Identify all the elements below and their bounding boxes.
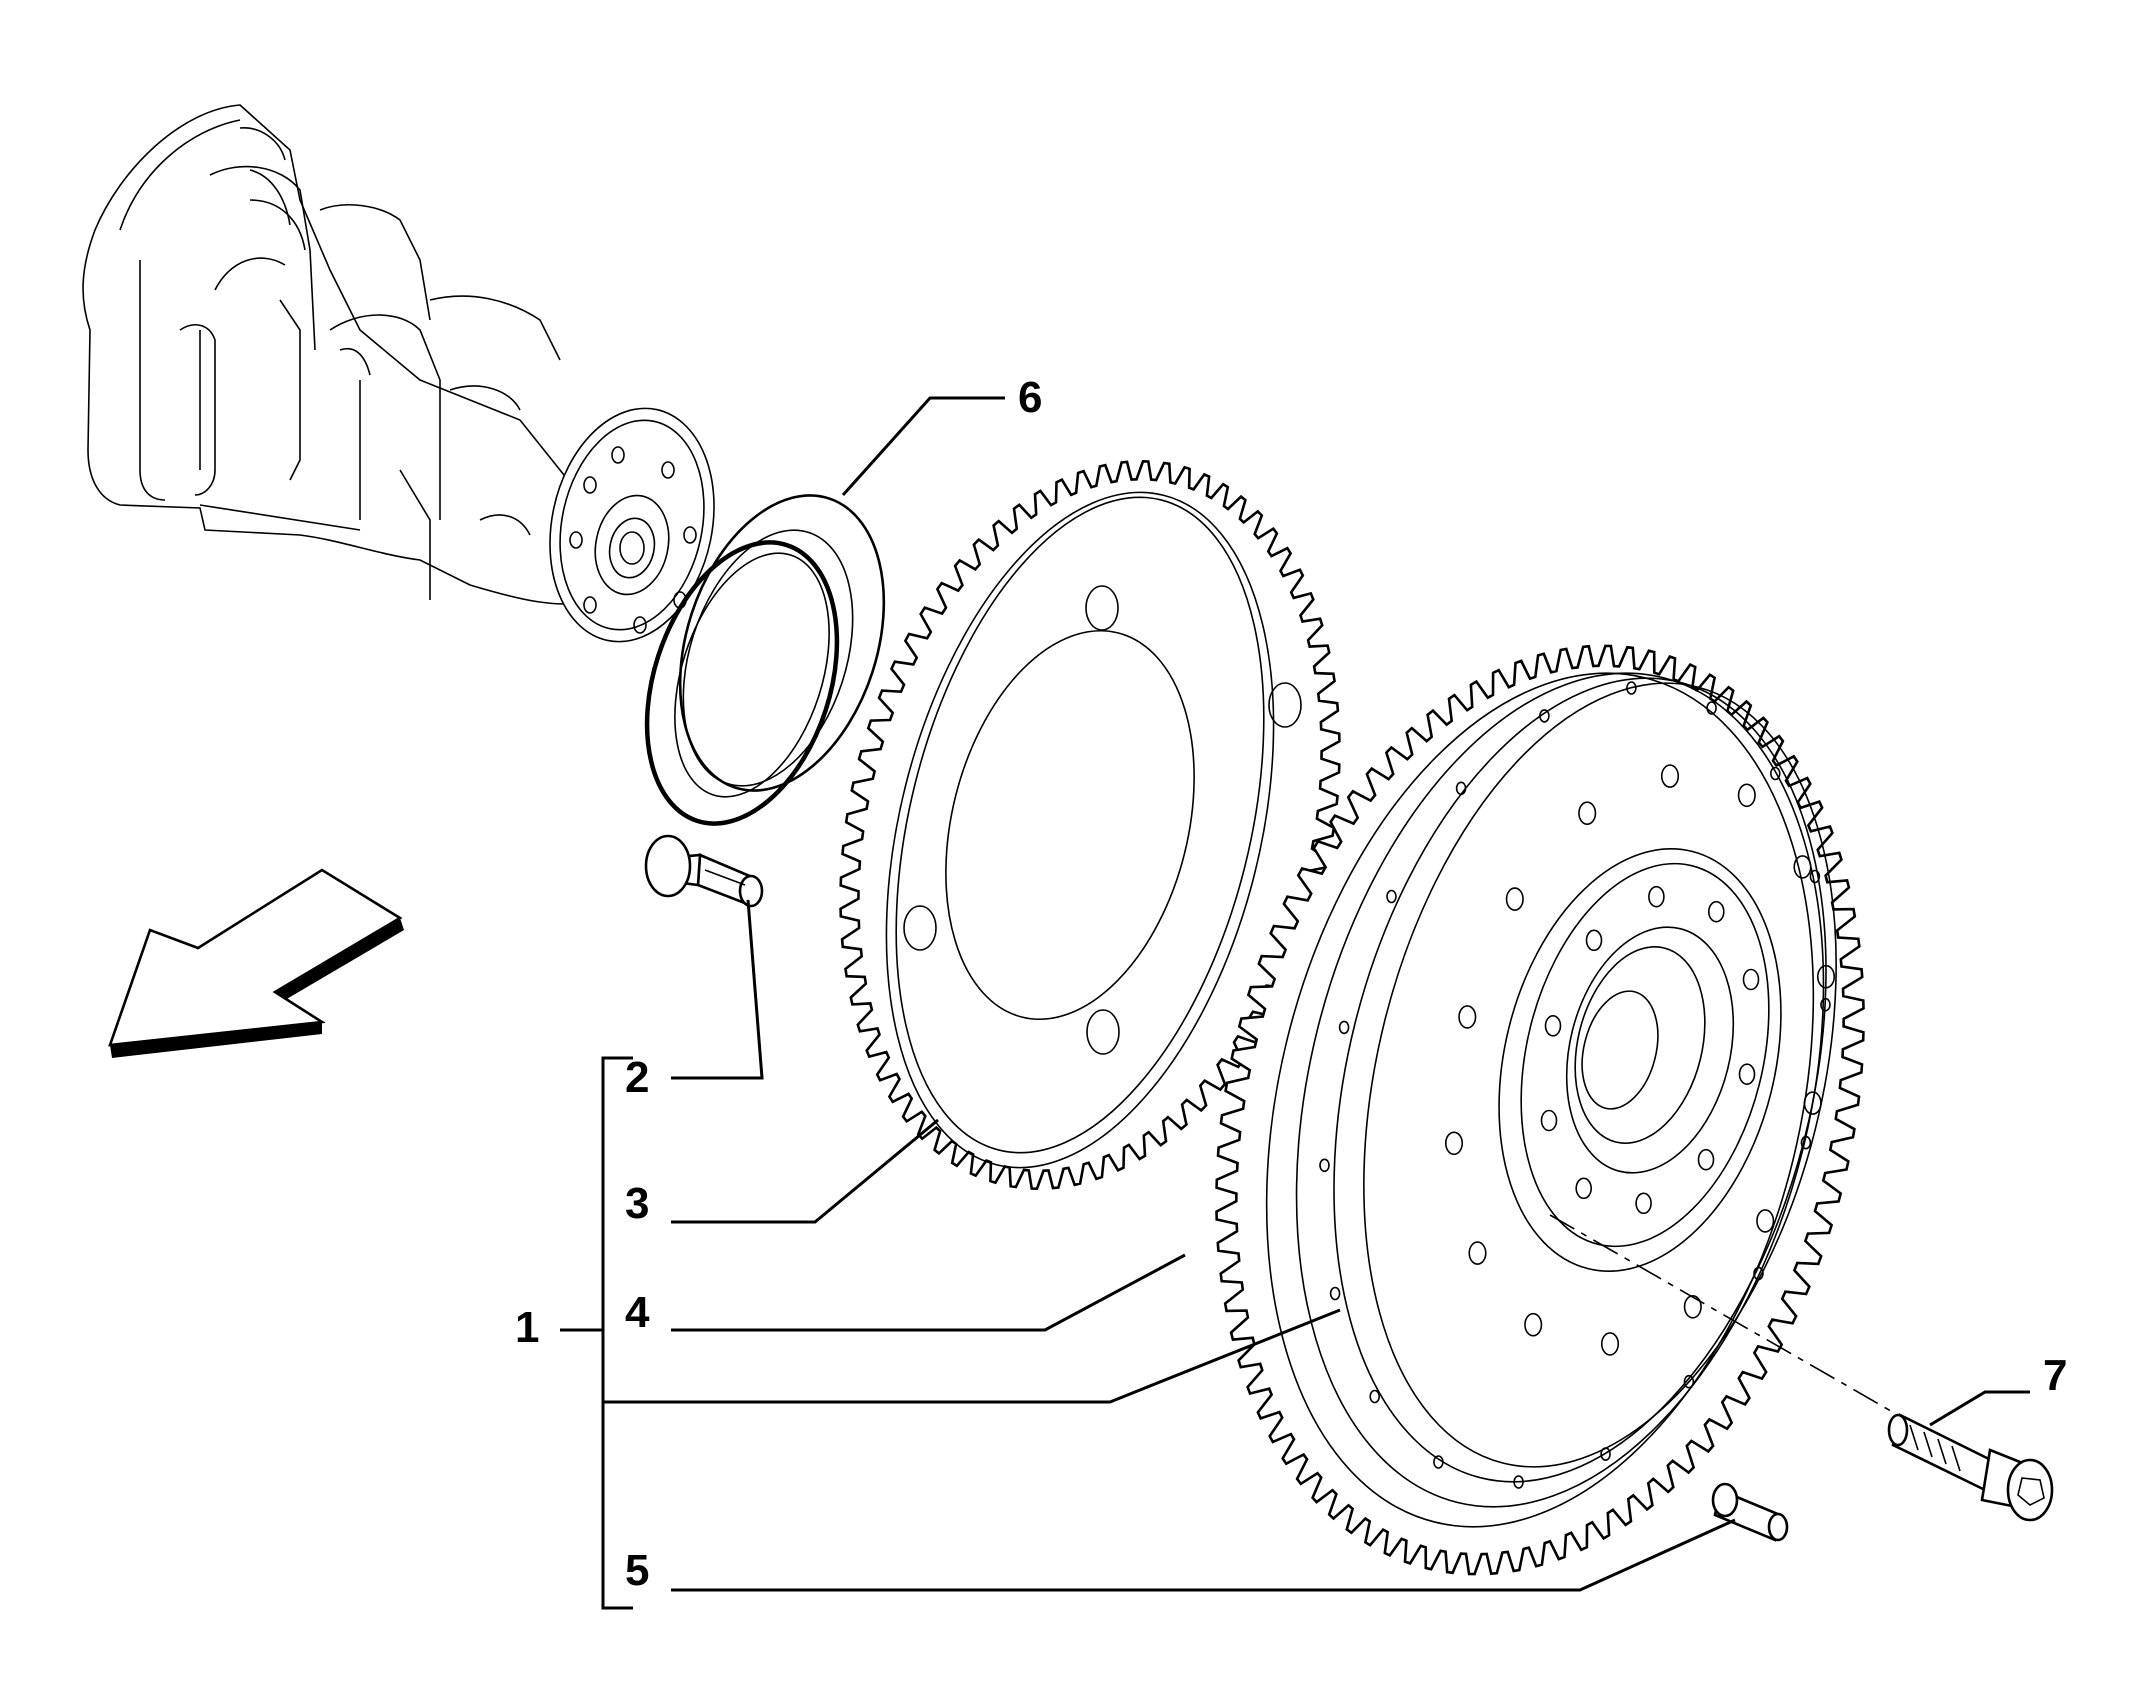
flywheel-hole-outer <box>1803 1091 1822 1115</box>
seal-ring-icon <box>644 494 886 826</box>
toothed-wheel-icon <box>839 459 1341 1191</box>
flywheel-hole-inner <box>1708 900 1725 923</box>
flywheel-hole-outer <box>1793 855 1812 879</box>
callout-3: 3 <box>625 1179 649 1228</box>
flywheel-hole-rim <box>1513 1475 1524 1489</box>
flywheel-hole-outer <box>1816 964 1836 989</box>
flywheel-hole-rim <box>1683 1374 1695 1389</box>
callout-6: 6 <box>1018 373 1042 422</box>
flywheel-hole-inner <box>1575 1177 1592 1200</box>
callout-1: 1 <box>515 1303 539 1352</box>
flywheel-hole-outer <box>1524 1312 1543 1337</box>
flywheel-hole-rim <box>1706 701 1717 715</box>
leader-lines <box>560 396 2030 1610</box>
flywheel-hole-outer <box>1600 1332 1620 1356</box>
callout-7: 7 <box>2043 1351 2067 1400</box>
flywheel-hole-inner <box>1697 1148 1715 1171</box>
flywheel-hole-inner <box>1648 885 1665 908</box>
callout-2: 2 <box>625 1053 649 1102</box>
flywheel-hole-inner <box>1540 1109 1558 1132</box>
crankshaft-icon <box>82 104 715 643</box>
flywheel-hole-rim <box>1319 1158 1330 1173</box>
flywheel-hole-rim <box>1770 766 1781 781</box>
flywheel-hole-outer <box>1468 1241 1487 1265</box>
flywheel-icon <box>1215 644 1951 1576</box>
pin-icon <box>1711 1482 1789 1542</box>
flywheel-hole-rim <box>1369 1389 1380 1404</box>
flywheel-hole-outer <box>1505 887 1524 911</box>
dowel-pin-icon <box>644 834 764 908</box>
flywheel-hole-outer <box>1458 1005 1477 1029</box>
flywheel-hole-rim <box>1820 997 1831 1012</box>
flywheel-hole-outer <box>1683 1295 1702 1319</box>
callout-5: 5 <box>625 1546 649 1595</box>
callout-labels: 1 2 3 4 5 6 7 <box>515 373 2067 1595</box>
flywheel-hole-inner <box>1544 1015 1562 1037</box>
flywheel-hole-rim <box>1753 1266 1764 1281</box>
flywheel-hole-outer <box>1578 801 1597 826</box>
flywheel-hole-rim <box>1539 709 1550 723</box>
flywheel-hole-rim <box>1800 1135 1812 1150</box>
callout-4: 4 <box>625 1288 650 1337</box>
flywheel-hole-rim <box>1433 1455 1444 1469</box>
flywheel-hole-inner <box>1738 1063 1756 1085</box>
flywheel-hole-outer <box>1660 764 1680 788</box>
flywheel-hole-rim <box>1809 869 1821 884</box>
bolt-icon <box>1887 1413 2054 1522</box>
flywheel-hole-rim <box>1329 1286 1341 1301</box>
flywheel-hole-rim <box>1626 681 1637 695</box>
flywheel-hole-rim <box>1600 1447 1611 1461</box>
flywheel-hole-outer <box>1737 783 1756 808</box>
arrow-icon <box>108 868 404 1058</box>
flywheel-hole-inner <box>1742 968 1760 991</box>
flywheel-hole-inner <box>1585 929 1603 952</box>
flywheel-hole-rim <box>1386 889 1397 904</box>
flywheel-hole-rim <box>1455 781 1467 796</box>
flywheel-hole-inner <box>1635 1192 1652 1215</box>
flywheel-hole-outer <box>1444 1131 1464 1156</box>
flywheel-hole-outer <box>1756 1209 1775 1233</box>
flywheel-hole-rim <box>1338 1020 1350 1035</box>
